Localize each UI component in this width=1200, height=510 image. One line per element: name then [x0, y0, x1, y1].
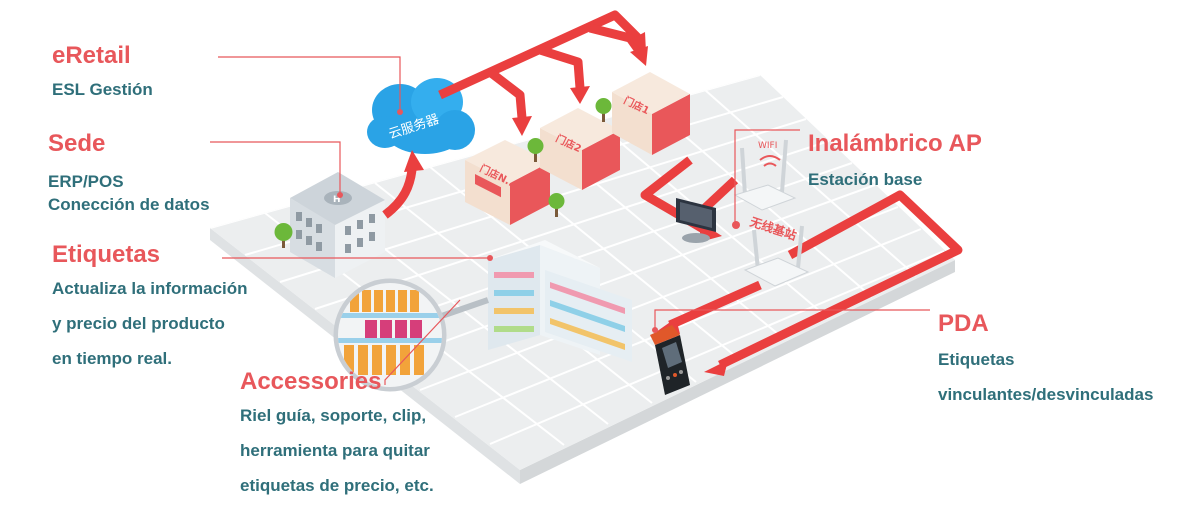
eretail-description: ESL Gestión — [52, 78, 153, 101]
store-building-icon: 门店2 — [540, 108, 620, 190]
ap-description: Estación base — [808, 168, 982, 191]
cloud-server-icon: 云服务器 — [367, 78, 475, 154]
pda-line-2: vinculantes/desvinculadas — [938, 385, 1154, 404]
accessories-line-1: Riel guía, soporte, clip, — [240, 406, 427, 425]
sede-title: Sede — [48, 130, 106, 157]
wifi-label: WIFI — [758, 141, 777, 151]
accessories-description: Riel guía, soporte, clip, herramienta pa… — [240, 398, 434, 503]
wifi-router-icon: WIFI — [733, 139, 797, 211]
store-building-icon: 门店N... — [465, 140, 550, 225]
etiquetas-line-2: y precio del producto — [52, 314, 225, 333]
accessories-line-2: herramienta para quitar — [240, 441, 430, 460]
store-building-icon: 门店1 — [612, 72, 690, 155]
label-eretail: eRetail ESL Gestión — [52, 42, 153, 101]
pda-title: PDA — [938, 310, 989, 337]
sede-line-2: Conección de datos — [48, 195, 210, 214]
tree-icon — [527, 138, 544, 162]
tree-icon — [548, 193, 565, 217]
etiquetas-description: Actualiza la información y precio del pr… — [52, 271, 248, 376]
eretail-line-1: ESL Gestión — [52, 80, 153, 99]
etiquetas-line-1: Actualiza la información — [52, 279, 248, 298]
sede-description: ERP/POS Conección de datos — [48, 170, 210, 216]
sede-line-1: ERP/POS — [48, 172, 124, 191]
tree-icon — [595, 98, 612, 122]
eretail-title: eRetail — [52, 42, 131, 69]
etiquetas-title: Etiquetas — [52, 241, 161, 268]
magnifier-icon — [333, 278, 489, 392]
svg-text:H: H — [333, 195, 341, 205]
flow-arrows — [382, 10, 963, 370]
accessories-line-3: etiquetas de precio, etc. — [240, 476, 434, 495]
pda-description: Etiquetas vinculantes/desvinculadas — [938, 342, 1153, 412]
pda-line-1: Etiquetas — [938, 350, 1015, 369]
tree-icon — [274, 223, 293, 248]
etiquetas-line-3: en tiempo real. — [52, 349, 172, 368]
monitor-icon — [676, 198, 716, 243]
ap-title: Inalámbrico AP — [808, 130, 982, 157]
label-inalambrico-ap: Inalámbrico AP Estación base — [808, 130, 982, 191]
label-pda: PDA Etiquetas vinculantes/desvinculadas — [938, 310, 1153, 412]
pda-scanner-icon — [650, 325, 690, 395]
label-sede: Sede ERP/POS Conección de datos — [48, 130, 210, 216]
ap-line-1: Estación base — [808, 170, 923, 189]
accessories-title: Accessories — [240, 368, 382, 395]
label-accessories: Accessories Riel guía, soporte, clip, he… — [240, 368, 434, 503]
shelf-icon — [488, 240, 632, 362]
label-etiquetas: Etiquetas Actualiza la información y pre… — [52, 241, 248, 376]
leader-lines — [210, 56, 930, 385]
